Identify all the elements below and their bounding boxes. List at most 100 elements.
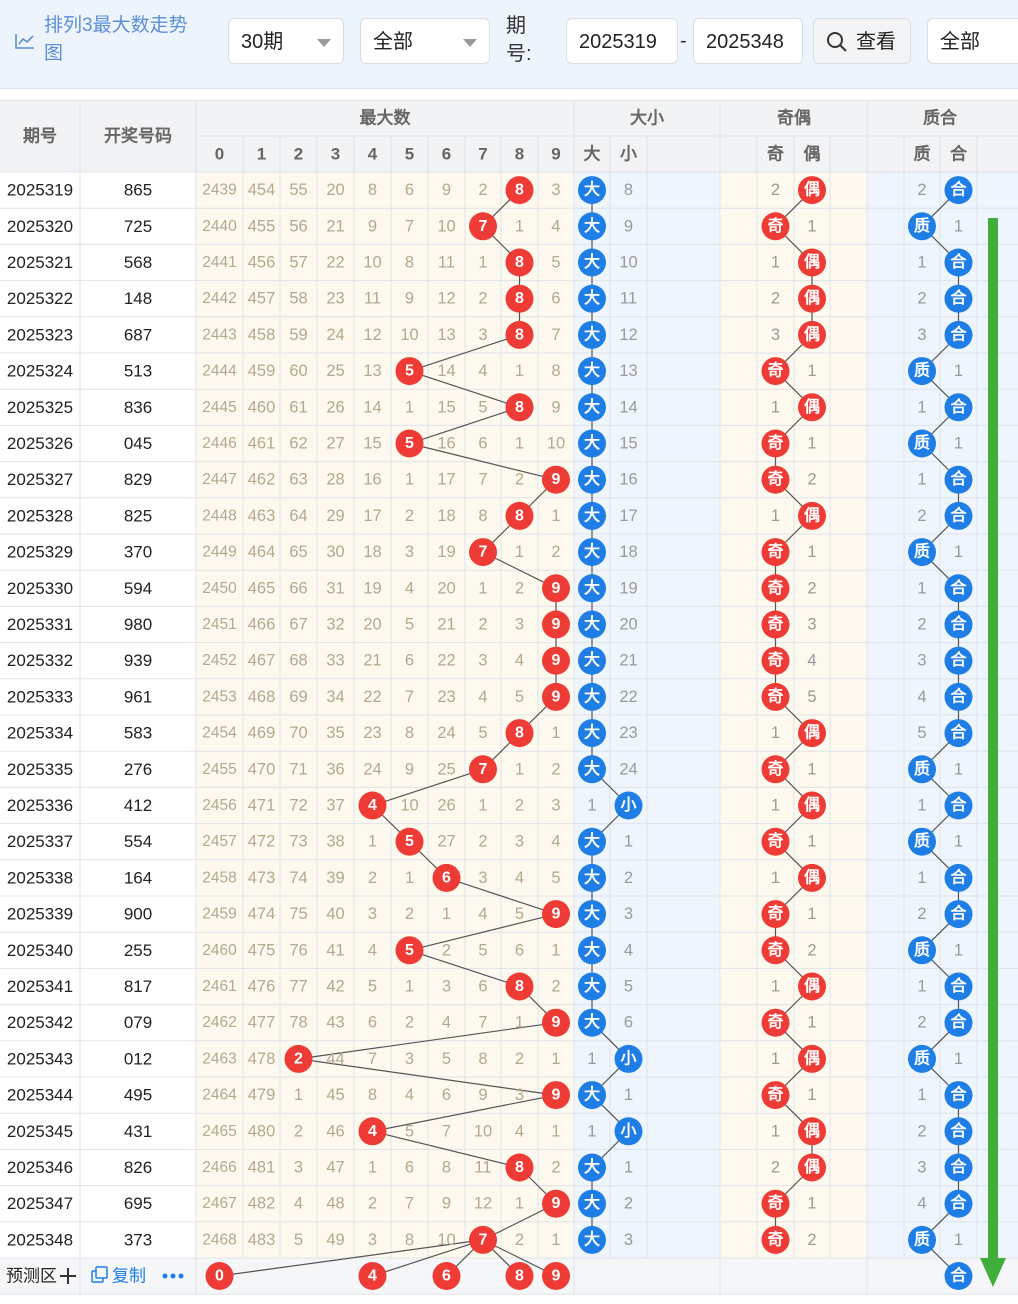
parity-ball-label: 奇 <box>767 469 783 488</box>
period-cell: 2025324 <box>7 362 73 381</box>
missing-count: 3 <box>294 1159 303 1177</box>
missing-count: 45 <box>326 1086 344 1104</box>
size-ball-label: 大 <box>584 759 600 778</box>
col-header-number: 开奖号码 <box>104 126 172 146</box>
missing-count: 2 <box>551 760 560 778</box>
missing-count: 5 <box>478 941 487 959</box>
prime-ball-label: 合 <box>950 1121 967 1140</box>
prime-ball <box>944 248 973 277</box>
prediction-ball[interactable] <box>358 1262 387 1290</box>
size-ball-label: 大 <box>584 252 600 271</box>
missing-count: 2462 <box>202 1014 236 1031</box>
missing-count: 7 <box>405 217 414 235</box>
missing-count: 43 <box>326 1014 344 1032</box>
chevron-down-icon <box>463 39 477 47</box>
missing-count: 2459 <box>202 906 236 923</box>
search-button[interactable]: 查看 <box>813 18 911 64</box>
missing-count: 44 <box>326 1050 344 1068</box>
missing-count: 2 <box>551 978 560 996</box>
period-cell: 2025335 <box>7 760 73 779</box>
prediction-ball[interactable] <box>205 1262 234 1290</box>
missing-count: 24 <box>619 760 637 778</box>
size-ball-label: 大 <box>584 650 600 669</box>
period-count-select[interactable]: 30期 <box>228 18 344 64</box>
missing-count: 1 <box>954 362 963 380</box>
period-cell: 2025345 <box>7 1122 73 1141</box>
size-ball <box>578 827 606 856</box>
prediction-prime-ball[interactable] <box>944 1262 973 1290</box>
max-ball-label: 8 <box>515 290 524 307</box>
missing-count: 1 <box>405 978 414 996</box>
size-ball-label: 大 <box>584 1229 600 1248</box>
prediction-ball[interactable] <box>542 1262 570 1290</box>
missing-count: 10 <box>400 326 418 344</box>
parity-ball <box>798 1044 826 1073</box>
max-ball-label: 9 <box>552 652 561 669</box>
prime-ball <box>944 646 973 675</box>
max-ball <box>358 1117 387 1146</box>
group-header-parity: 奇偶 <box>777 108 811 128</box>
chart-title[interactable]: 排列3最大数走势图 <box>14 12 204 68</box>
parity-header: 偶 <box>804 144 821 164</box>
size-ball-label: 大 <box>584 288 600 307</box>
digit-header: 9 <box>551 145 560 164</box>
missing-count: 1 <box>917 797 926 815</box>
parity-ball <box>761 900 790 929</box>
copy-button[interactable]: 复制 <box>91 1266 146 1286</box>
prediction-ball[interactable] <box>505 1262 534 1290</box>
missing-count: 1 <box>807 1014 816 1032</box>
missing-count: 3 <box>405 543 414 561</box>
missing-count: 2 <box>917 181 926 199</box>
prime-ball-label: 合 <box>950 904 967 923</box>
missing-count: 47 <box>326 1159 344 1177</box>
number-cell: 687 <box>124 325 152 344</box>
missing-count: 75 <box>289 905 307 923</box>
missing-count: 32 <box>326 616 344 634</box>
missing-count: 1 <box>551 1231 560 1249</box>
missing-count: 3 <box>478 326 487 344</box>
size-ball-label: 大 <box>584 904 600 923</box>
parity-ball-label: 偶 <box>804 180 820 199</box>
missing-count: 20 <box>619 616 637 634</box>
missing-count: 60 <box>289 362 307 380</box>
end-period-input[interactable]: 2025348 <box>693 18 803 64</box>
missing-count: 1 <box>807 362 816 380</box>
missing-count: 2464 <box>202 1087 237 1104</box>
start-period-input[interactable]: 2025319 <box>566 18 678 64</box>
add-icon[interactable] <box>60 1268 76 1284</box>
missing-count: 25 <box>326 362 344 380</box>
missing-count: 2466 <box>202 1159 236 1176</box>
size-ball <box>578 501 606 530</box>
missing-count: 13 <box>363 362 381 380</box>
missing-count: 74 <box>289 869 307 887</box>
missing-count: 8 <box>478 507 487 525</box>
filter-select[interactable]: 全部 <box>360 18 490 64</box>
filter2-select[interactable]: 全部 <box>927 18 1018 64</box>
missing-count: 464 <box>248 543 276 561</box>
prime-ball <box>944 284 973 313</box>
parity-ball <box>761 936 790 965</box>
missing-count: 1 <box>551 724 560 742</box>
missing-count: 3 <box>551 797 560 815</box>
parity-ball <box>761 357 790 386</box>
missing-count: 1 <box>624 1086 633 1104</box>
number-cell: 255 <box>124 941 152 960</box>
missing-count: 22 <box>363 688 381 706</box>
missing-count: 12 <box>619 326 637 344</box>
missing-count: 14 <box>437 362 455 380</box>
period-cell: 2025328 <box>7 506 73 525</box>
missing-count: 10 <box>363 254 381 272</box>
missing-count: 10 <box>437 1231 455 1249</box>
number-cell: 568 <box>124 253 152 272</box>
missing-count: 1 <box>551 941 560 959</box>
missing-count: 1 <box>478 254 487 272</box>
missing-count: 467 <box>248 652 276 670</box>
missing-count: 22 <box>619 688 637 706</box>
prediction-ball[interactable] <box>432 1262 461 1290</box>
more-icon[interactable] <box>162 1273 184 1279</box>
prime-ball <box>944 1117 973 1146</box>
missing-count: 1 <box>771 797 780 815</box>
size-ball <box>578 284 606 313</box>
number-cell: 695 <box>124 1194 152 1213</box>
missing-count: 1 <box>771 1122 780 1140</box>
